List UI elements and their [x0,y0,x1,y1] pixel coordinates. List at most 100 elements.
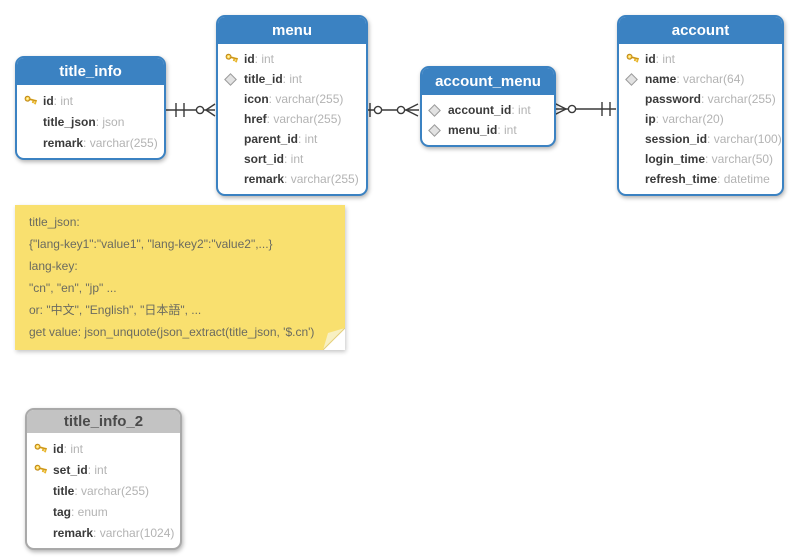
table-header[interactable]: title_info_2 [27,410,180,435]
field-type: : varchar(255) [284,172,359,186]
table-row[interactable]: title_json: json [17,111,160,132]
field-name: id [244,52,255,66]
table-header[interactable]: account [619,17,782,46]
table-row[interactable]: remark: varchar(255) [218,169,362,189]
field-name: ip [645,112,656,126]
note-line: lang-key: [29,259,78,273]
field-name: set_id [53,462,88,477]
field-type: : varchar(20) [655,112,724,126]
table-header[interactable]: menu [218,17,366,46]
field-name: menu_id [448,123,498,137]
note-line: "cn", "en", "jp" ... [29,281,117,295]
foreign-key-diamond-icon [428,103,448,117]
field-type: : int [284,152,304,166]
table-row[interactable]: href: varchar(255) [218,109,362,129]
table-row[interactable]: id: int [17,90,160,111]
field-name: title_id [244,72,283,86]
foreign-key-diamond-icon [625,72,645,86]
field-type: : int [511,103,531,117]
sticky-note[interactable]: title_json: {"lang-key1":"value1", "lang… [15,205,345,350]
field-type: : int [254,52,275,66]
table-row[interactable]: set_id: int [27,459,176,480]
field-name: id [53,441,64,456]
field-type: : datetime [717,172,770,186]
field-name: login_time [645,152,706,166]
table-title: menu [271,22,312,39]
connector-title_info-menu[interactable] [166,103,216,117]
field-name: title [53,483,75,498]
table-row[interactable]: id: int [619,49,778,69]
table-title: title_info [59,63,122,80]
field-type: : varchar(255) [83,135,158,150]
field-name: tag [53,504,71,519]
field-name: id [645,52,656,66]
table-row[interactable]: title: varchar(255) [27,480,176,501]
connector-menu-account_menu[interactable] [364,103,419,117]
field-name: title_json [43,114,96,129]
note-folded-corner-icon [323,328,345,350]
table-row[interactable]: account_id: int [422,100,550,120]
field-type: : int [298,132,318,146]
table-row[interactable]: session_id: varchar(100) [619,129,782,149]
table-header[interactable]: title_info [17,58,164,87]
field-name: session_id [645,132,708,146]
table-row[interactable]: icon: varchar(255) [218,89,362,109]
field-name: refresh_time [645,172,718,186]
table-row[interactable]: name: varchar(64) [619,69,778,89]
primary-key-icon [34,443,53,455]
foreign-key-diamond-icon [428,123,448,137]
field-type: : enum [71,504,108,519]
table-row[interactable]: ip: varchar(20) [619,109,778,129]
field-type: : varchar(255) [74,483,150,498]
table-header[interactable]: account_menu [422,68,554,97]
field-name: remark [244,172,285,186]
primary-key-icon [34,464,53,476]
table-row[interactable]: menu_id: int [422,120,550,140]
table-row[interactable]: parent_id: int [218,129,362,149]
field-name: icon [244,92,269,106]
field-type: : varchar(50) [705,152,774,166]
table-row[interactable]: remark: varchar(1024) [27,522,176,543]
field-type: : varchar(100) [707,132,782,146]
field-type: : json [95,114,125,129]
field-name: remark [53,525,94,540]
table-row[interactable]: remark: varchar(255) [17,132,160,153]
field-name: remark [43,135,84,150]
field-name: parent_id [244,132,299,146]
table-row[interactable]: title_id: int [218,69,362,89]
connector-account_menu-account[interactable] [553,102,616,116]
table-row[interactable]: refresh_time: datetime [619,169,778,189]
field-type: : int [655,52,676,66]
table-row[interactable]: id: int [218,49,362,69]
field-type: : int [282,72,303,86]
primary-key-icon [225,53,244,65]
note-line: title_json: [29,215,80,229]
table-row[interactable]: login_time: varchar(50) [619,149,778,169]
foreign-key-diamond-icon [224,72,244,86]
table-row[interactable]: id: int [27,438,176,459]
field-name: password [645,92,702,106]
field-name: account_id [448,103,512,117]
table-row[interactable]: tag: enum [27,501,176,522]
field-type: : int [53,93,74,108]
table-title: account_menu [435,73,541,90]
field-type: : varchar(255) [268,92,344,106]
field-name: sort_id [244,152,285,166]
table-row[interactable]: sort_id: int [218,149,362,169]
field-name: id [43,93,54,108]
note-line: {"lang-key1":"value1", "lang-key2":"valu… [29,237,273,251]
table-title: title_info_2 [63,413,144,430]
table-row[interactable]: password: varchar(255) [619,89,778,109]
field-type: : varchar(64) [676,72,745,86]
field-type: : varchar(255) [701,92,776,106]
